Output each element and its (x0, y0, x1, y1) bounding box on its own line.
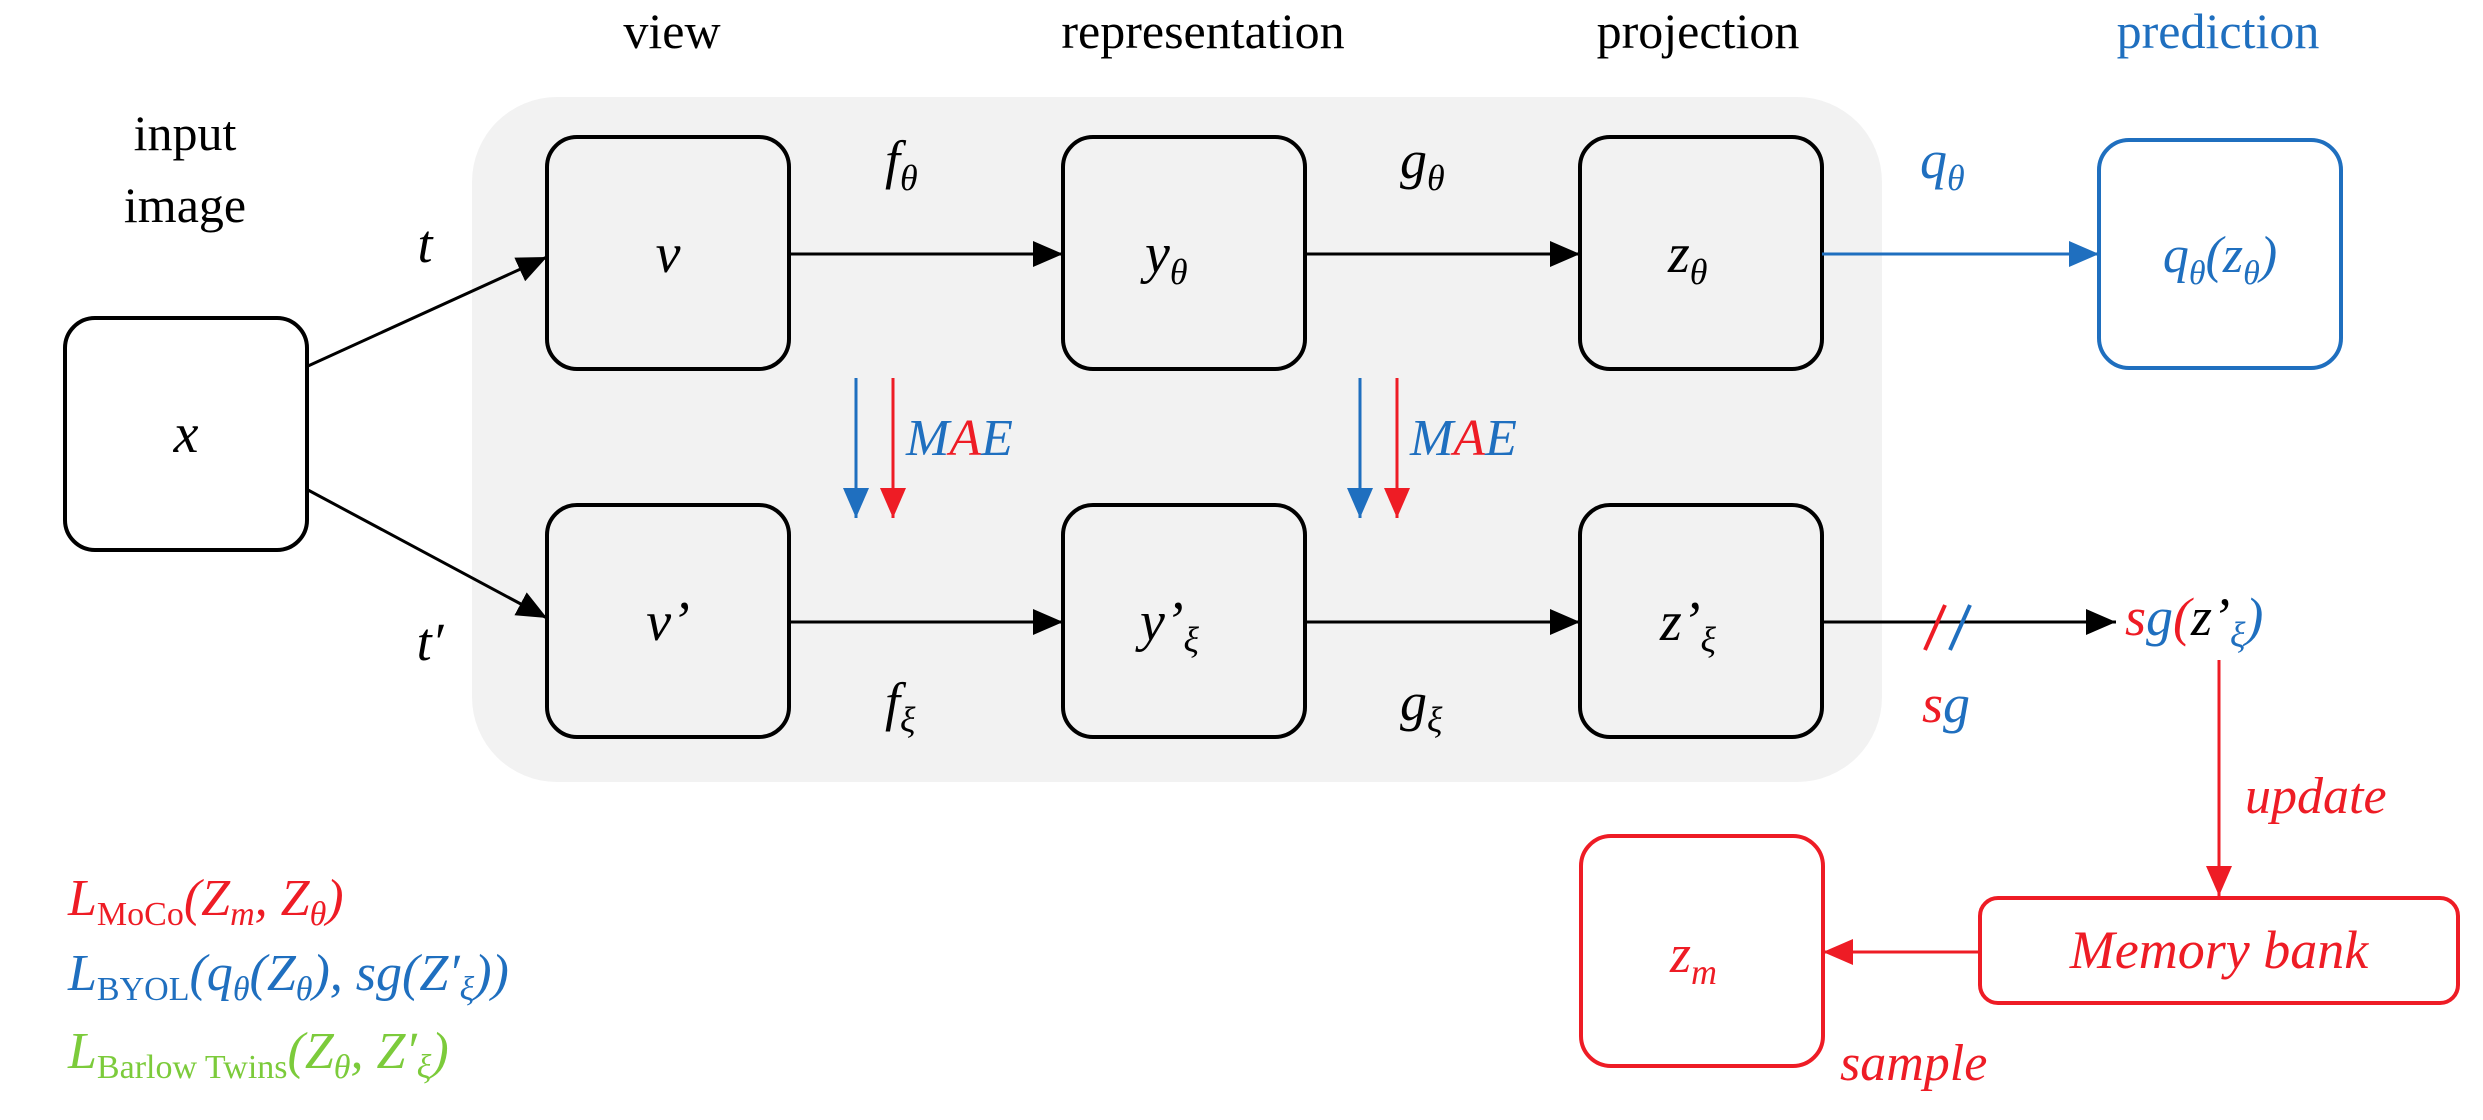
node-z-xi: z’ξ (1659, 591, 1716, 660)
node-v: v (656, 223, 681, 285)
node-z-m: zm (1669, 924, 1717, 992)
box-input-x (63, 316, 309, 552)
loss-barlow-twins: LBarlow Twins(Zθ, Z′ξ) (67, 1023, 449, 1086)
label-g-theta: gθ (1400, 130, 1445, 198)
label-t: t (417, 214, 434, 274)
label-f-theta: fθ (885, 130, 918, 198)
label-sg: sg (1922, 674, 1970, 734)
node-prediction: qθ(zθ) (2163, 227, 2277, 292)
header-projection: projection (1597, 3, 1800, 59)
loss-byol: LBYOL(qθ(Zθ), sg(Z′ξ)) (67, 945, 509, 1008)
input-label-line2: image (124, 177, 246, 233)
node-v-prime: v’ (646, 591, 690, 653)
arrow-x-to-v (307, 255, 548, 368)
stopgrad-slash-blue (1948, 604, 1972, 651)
label-sample: sample (1840, 1035, 1987, 1092)
siamese-panel (472, 97, 1882, 782)
label-mae-1: MAE (905, 410, 1013, 467)
node-x: x (173, 403, 199, 465)
label-t-prime: t′ (417, 612, 445, 672)
node-sg-output: sg(z’ξ) (2125, 587, 2263, 655)
node-y-xi: y’ξ (1135, 591, 1200, 660)
label-q-theta: qθ (1920, 130, 1965, 198)
header-representation: representation (1061, 3, 1344, 59)
input-label-line1: input (134, 105, 237, 161)
label-update: update (2245, 768, 2387, 825)
memory-bank-label: Memory bank (2069, 920, 2369, 980)
loss-moco: LMoCo(Zm, Zθ) (67, 870, 344, 933)
arrow-x-to-v-prime (307, 488, 548, 620)
label-g-xi: gξ (1400, 672, 1443, 740)
header-view: view (623, 3, 720, 59)
stopgrad-slash-red (1923, 604, 1947, 651)
node-y-theta: yθ (1140, 223, 1188, 292)
header-prediction: prediction (2117, 3, 2320, 59)
box-z-m (1579, 834, 1825, 1068)
label-mae-2: MAE (1409, 410, 1517, 467)
node-z-theta: zθ (1667, 223, 1707, 292)
